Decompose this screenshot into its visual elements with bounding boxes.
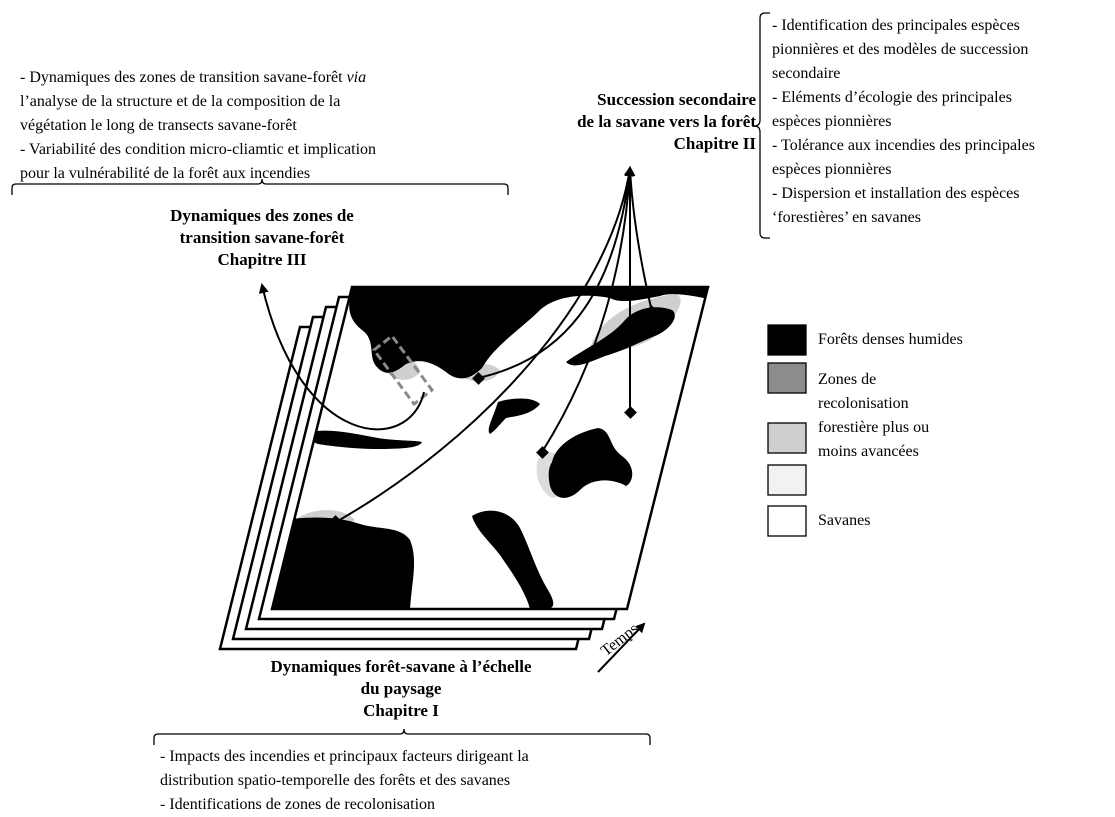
map-front	[270, 285, 710, 611]
bullet-line: - Identification des principales espèces	[772, 17, 1020, 34]
bullet-line: distribution spatio-temporelle des forêt…	[160, 772, 511, 789]
legend-label-recolonisation: Zones de recolonisation forestière plus …	[818, 371, 930, 460]
dense-forest-patch	[472, 510, 554, 609]
braces	[11, 12, 770, 745]
chapter-3-title: Dynamiques des zones de transition savan…	[122, 205, 402, 271]
bullet-line: espèces pionnières	[772, 161, 892, 178]
legend-swatch-savanna	[767, 505, 807, 537]
bullet-line: ‘forestières’ en savanes	[772, 209, 921, 226]
time-arrow	[597, 622, 646, 673]
legend-swatch-dense-forest	[767, 324, 807, 356]
anchor-diamond	[472, 372, 485, 385]
dense-forest-patch	[272, 517, 415, 609]
title-line: transition savane-forêt	[179, 228, 345, 247]
bullet-line: - Dynamiques des zones de transition sav…	[20, 69, 367, 86]
arrow-chapter-2	[477, 166, 635, 379]
bullet-line: l’analyse de la structure et de la compo…	[20, 93, 341, 110]
bullet-line: - Impacts des incendies et principaux fa…	[160, 748, 529, 765]
legend-label-dense-forest: Forêts denses humides	[818, 331, 963, 348]
arrow-chapter-2	[541, 166, 635, 453]
chapter-1-bullets: - Impacts des incendies et principaux fa…	[160, 745, 529, 817]
bullet-line: - Dispersion et installation des espèces	[772, 185, 1020, 202]
title-line: Chapitre I	[363, 701, 439, 720]
dense-forest-patch	[308, 430, 422, 449]
chapter-2-bullets: - Identification des principales espèces…	[772, 14, 1035, 230]
bullet-line: - Variabilité des condition micro-cliamt…	[20, 141, 377, 158]
title-line: du paysage	[360, 679, 442, 698]
title-line: Succession secondaire	[597, 90, 756, 109]
bullet-line: pionnières et des modèles de succession	[772, 41, 1029, 58]
dense-forest-patch	[488, 398, 540, 434]
title-line: de la savane vers la forêt	[577, 112, 756, 131]
bullet-line: - Identifications de zones de recolonisa…	[160, 796, 436, 813]
legend-swatches	[767, 324, 807, 537]
bullet-line: pour la vulnérabilité de la forêt aux in…	[20, 165, 311, 182]
title-line: Dynamiques forêt-savane à l’échelle	[270, 657, 532, 676]
arrow-chapter-3	[258, 283, 425, 431]
transect-box	[371, 333, 435, 407]
arrow-chapter-2	[335, 166, 634, 523]
bullet-line: végétation le long de transects savane-f…	[20, 117, 297, 134]
dense-forest-patch	[349, 287, 708, 379]
brace-chapter-1	[153, 728, 651, 745]
chapter-3-bullets: - Dynamiques des zones de transition sav…	[20, 66, 376, 186]
bullet-line: secondaire	[772, 65, 841, 82]
chapter-arrows	[258, 166, 653, 673]
legend-swatch-recolonisation-medium	[767, 422, 807, 454]
chapter-2-title: Succession secondaire de la savane vers …	[520, 89, 756, 155]
title-line: Dynamiques des zones de	[170, 206, 354, 225]
title-line: Chapitre II	[673, 134, 756, 153]
brace-chapter-3	[11, 178, 509, 195]
legend-label-savanna: Savanes	[818, 512, 871, 529]
bullet-line: - Eléments d’écologie des principales	[772, 89, 1012, 106]
chapter-1-title: Dynamiques forêt-savane à l’échelle du p…	[226, 656, 576, 722]
legend-swatch-recolonisation-advanced	[767, 362, 807, 394]
brace-chapter-2	[753, 12, 770, 239]
legend-swatch-recolonisation-early	[767, 464, 807, 496]
dense-forest-patch	[548, 428, 633, 498]
bullet-line: espèces pionnières	[772, 113, 892, 130]
title-line: Chapitre III	[217, 250, 307, 269]
bullet-line: - Tolérance aux incendies des principale…	[772, 137, 1035, 154]
